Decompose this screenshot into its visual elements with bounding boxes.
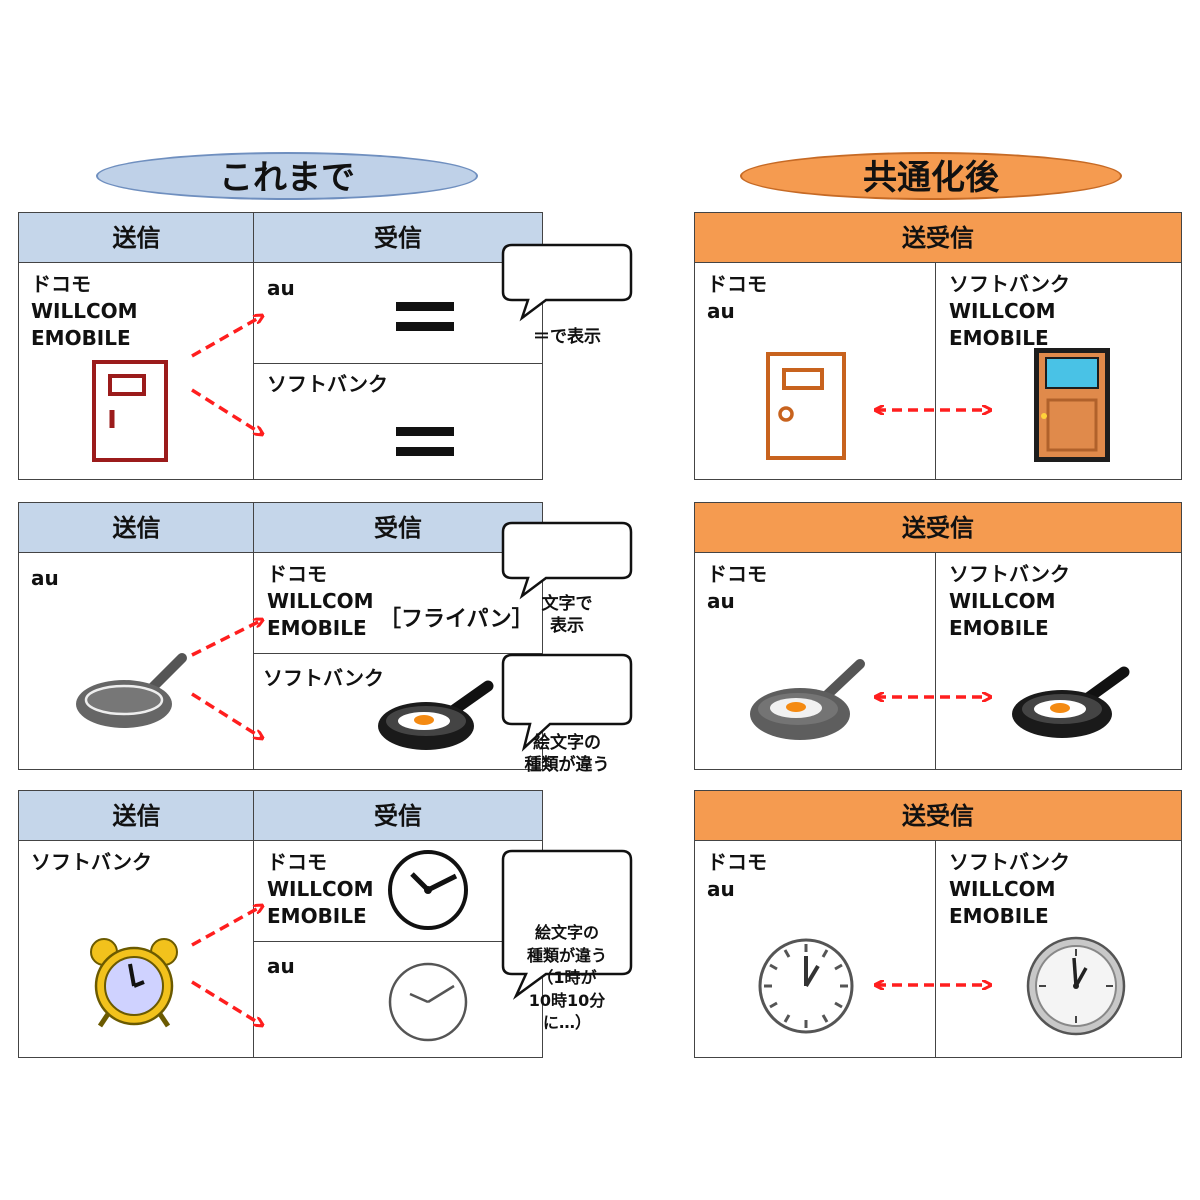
send-header: 送信 bbox=[19, 503, 254, 553]
sender-label: ドコモ WILLCOM EMOBILE bbox=[31, 272, 138, 350]
col2-label: ソフトバンク WILLCOM EMOBILE bbox=[949, 272, 1070, 350]
double-arrow-icon bbox=[0, 0, 1200, 1100]
send-receive-header: 送受信 bbox=[695, 791, 1181, 841]
arrow-icon bbox=[191, 0, 600, 600]
alarm-clock-icon bbox=[90, 938, 178, 1028]
clock-icon bbox=[388, 850, 468, 930]
door-icon bbox=[766, 352, 846, 460]
receiver-bottom-label: au bbox=[267, 954, 295, 978]
frying-pan-icon bbox=[76, 653, 187, 728]
sender-label: au bbox=[31, 566, 59, 590]
receive-header: 受信 bbox=[254, 503, 542, 553]
receiver-bottom-label: ソフトバンク bbox=[267, 372, 388, 396]
door-icon bbox=[1034, 348, 1110, 462]
door-icon bbox=[92, 360, 168, 462]
left-title-oval: これまで bbox=[96, 152, 478, 200]
speech-bubble: 絵文字の 種類が違う （1時が 10時10分 に…） bbox=[501, 849, 633, 1032]
frying-pan-egg-icon bbox=[750, 659, 865, 740]
bubble-text: 絵文字の 種類が違う bbox=[524, 733, 610, 775]
receiver-top-label: ドコモ WILLCOM EMOBILE bbox=[267, 562, 374, 640]
arrow-icon bbox=[191, 0, 600, 1100]
receiver-top-label: ドコモ WILLCOM EMOBILE bbox=[267, 850, 374, 928]
right-title-oval: 共通化後 bbox=[740, 152, 1122, 200]
clock-icon bbox=[758, 938, 854, 1034]
receive-header: 受信 bbox=[254, 791, 542, 841]
col2-label: ソフトバンク WILLCOM EMOBILE bbox=[949, 850, 1070, 928]
speech-bubble: 文字で 表示 bbox=[501, 521, 633, 636]
send-header: 送信 bbox=[19, 791, 254, 841]
speech-bubble: 絵文字の 種類が違う bbox=[501, 653, 633, 775]
receiver-bottom-label: ソフトバンク bbox=[263, 666, 384, 690]
equals-icon bbox=[396, 427, 454, 456]
clock-icon bbox=[1026, 936, 1126, 1036]
frying-pan-egg-icon bbox=[1012, 666, 1130, 738]
send-header: 送信 bbox=[19, 213, 254, 263]
send-receive-header: 送受信 bbox=[695, 213, 1181, 263]
send-receive-header: 送受信 bbox=[695, 503, 1181, 553]
bubble-text: 文字で 表示 bbox=[541, 594, 593, 636]
col1-label: ドコモ au bbox=[707, 850, 767, 901]
col1-label: ドコモ au bbox=[707, 562, 767, 613]
bubble-text: 絵文字の 種類が違う （1時が 10時10分 に…） bbox=[526, 923, 607, 1032]
receive-header: 受信 bbox=[254, 213, 542, 263]
speech-bubble: ＝で表示 bbox=[501, 243, 633, 347]
left-title: これまで bbox=[219, 158, 355, 198]
col1-label: ドコモ au bbox=[707, 272, 767, 323]
bubble-text: ＝で表示 bbox=[533, 327, 601, 347]
frying-pan-text: ［フライパン］ bbox=[379, 607, 534, 632]
right-title: 共通化後 bbox=[863, 158, 999, 198]
double-arrow-icon bbox=[0, 0, 1200, 500]
col2-label: ソフトバンク WILLCOM EMOBILE bbox=[949, 562, 1070, 640]
sender-label: ソフトバンク bbox=[31, 850, 152, 874]
clock-icon bbox=[388, 962, 468, 1042]
frying-pan-egg-icon bbox=[378, 680, 494, 750]
receiver-top-label: au bbox=[267, 276, 295, 300]
arrow-icon bbox=[191, 0, 600, 900]
double-arrow-icon bbox=[0, 0, 1200, 800]
equals-icon bbox=[396, 302, 454, 331]
